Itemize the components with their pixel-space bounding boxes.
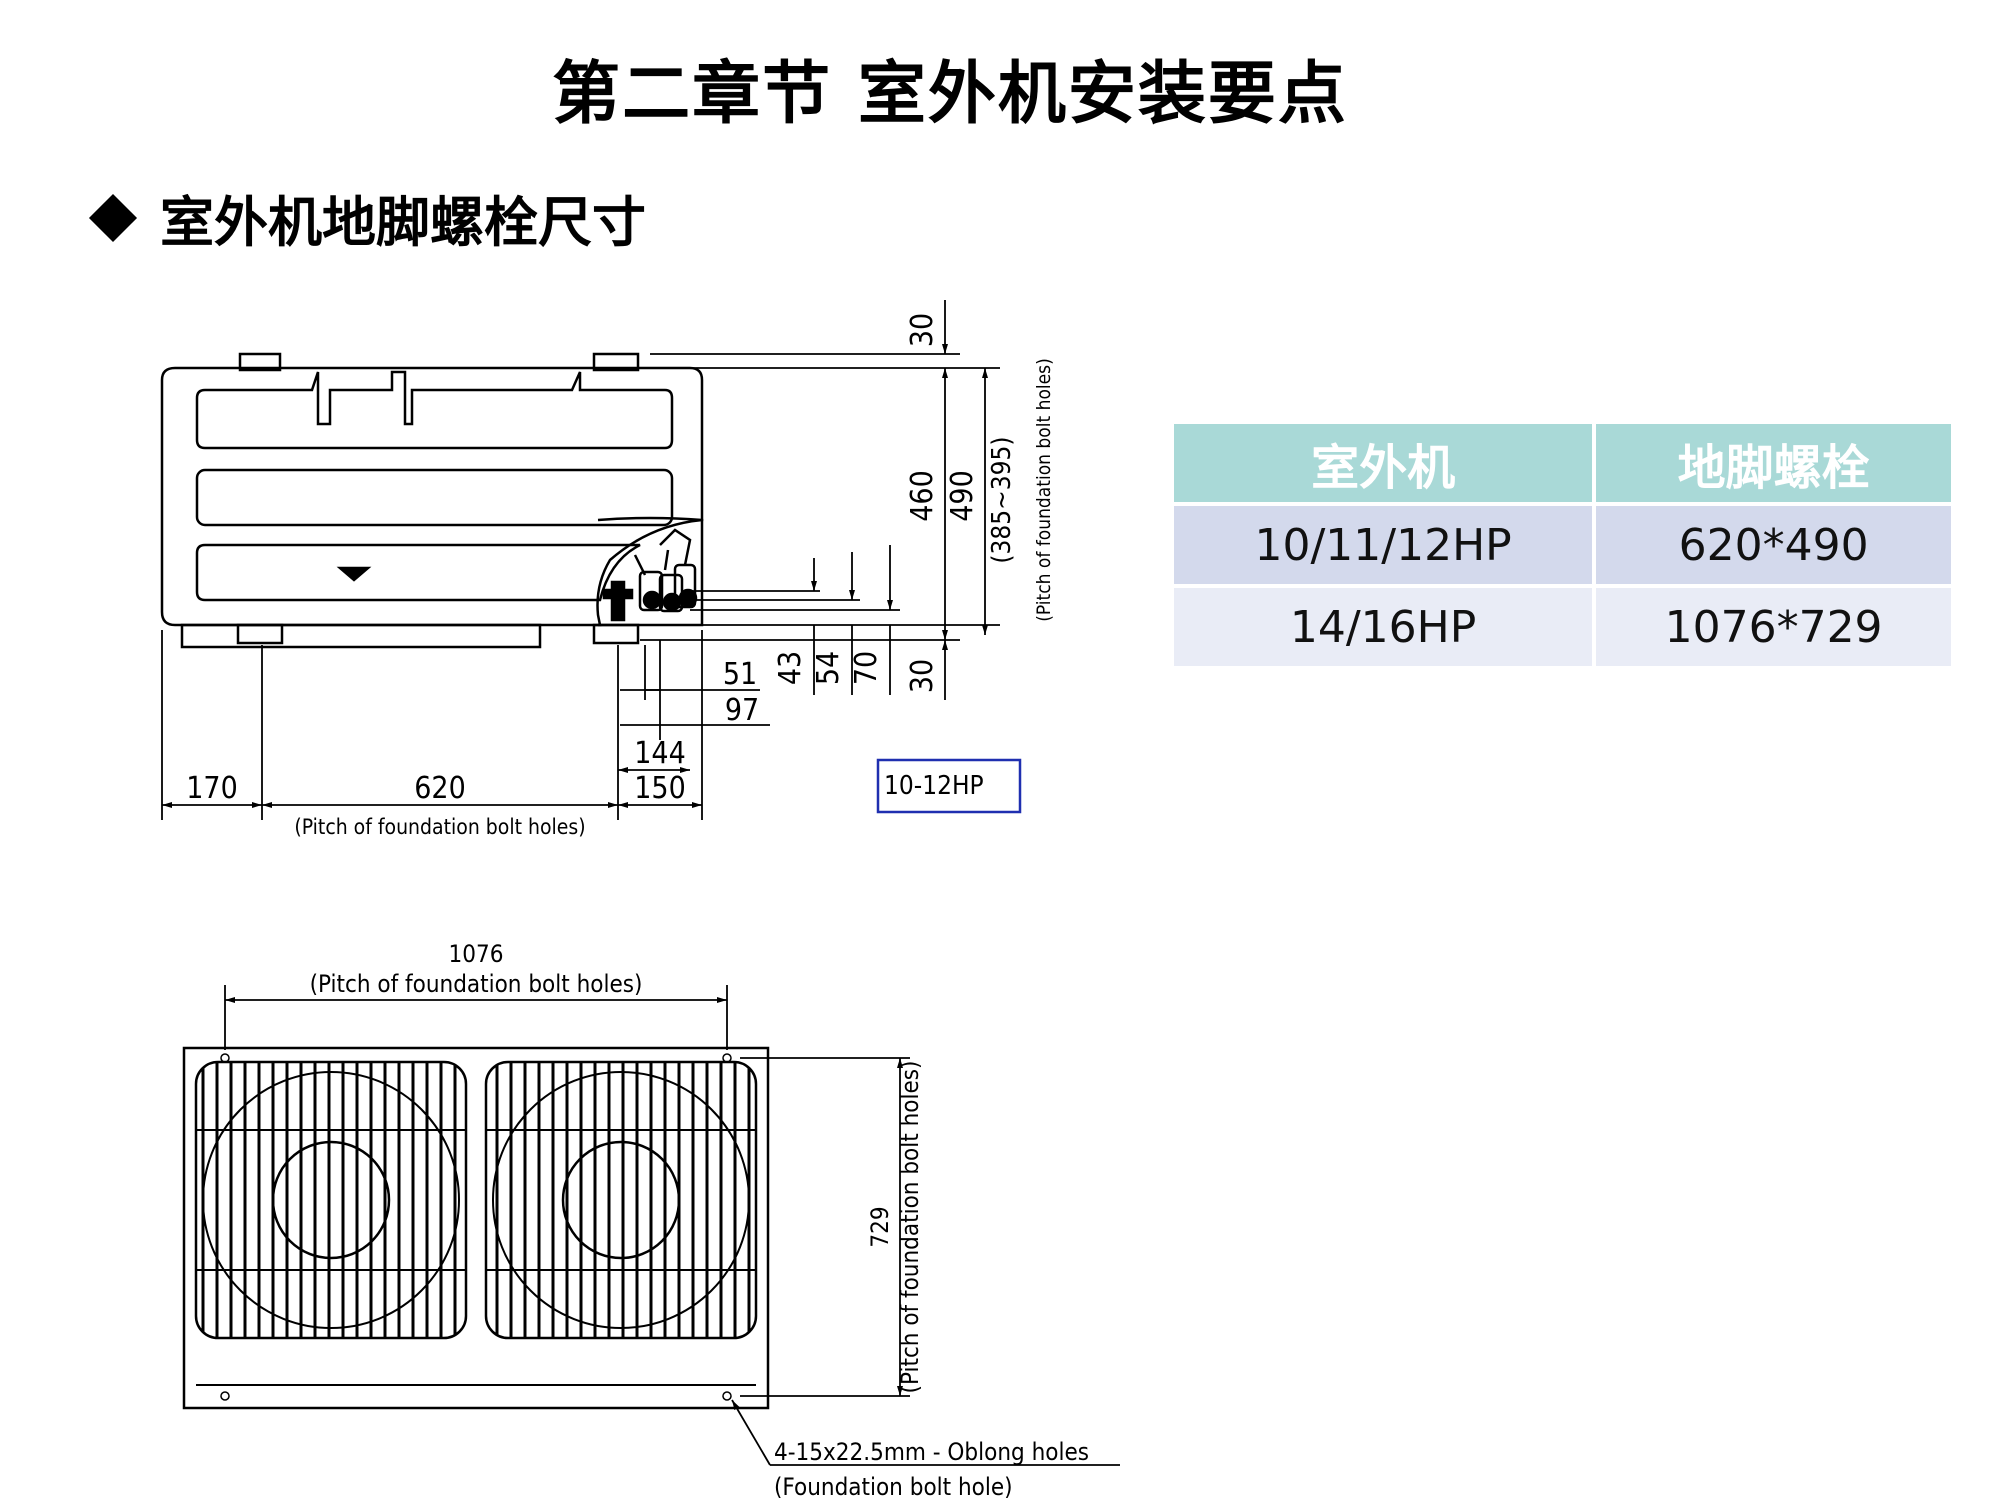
table-cell-bolt-size: 620*490 (1596, 506, 1951, 584)
bolt-size-table: 室外机 地脚螺栓 10/11/12HP 620*490 14/16HP 1076… (1170, 420, 1955, 670)
brand-logo-icon (336, 566, 372, 582)
page-title: 第二章节 室外机安装要点 (552, 54, 1348, 134)
small-unit-labels: 30 460 490 (385~395) (Pitch of foundatio… (186, 313, 1055, 839)
pitch-label-horizontal: (Pitch of foundation bolt holes) (294, 815, 585, 839)
dim-97-label: 97 (725, 693, 759, 728)
large-unit-outline (182, 1046, 770, 1410)
table-header-row: 室外机 地脚螺栓 (1174, 424, 1951, 502)
large-unit-drawing (182, 1046, 770, 1410)
table-row: 10/11/12HP 620*490 (1174, 506, 1951, 584)
dim-729-label: 729 (866, 1206, 894, 1247)
dim-54-label: 54 (811, 651, 846, 685)
model-label-box (876, 758, 1022, 814)
dim-43-label: 43 (773, 651, 808, 685)
small-unit-drawing (160, 352, 704, 649)
fan-guard-right (492, 1071, 750, 1329)
pitch-label-side: (Pitch of foundation bolt holes) (896, 1061, 924, 1394)
dim-620-label: 620 (414, 771, 466, 806)
dim-144-label: 144 (634, 736, 686, 771)
fan-grille-left (194, 1060, 468, 1340)
section-heading-text: 室外机地脚螺栓尺寸 (160, 191, 646, 254)
dim-490-label: 490 (945, 470, 980, 522)
header-outdoor-unit: 室外机 (1174, 424, 1593, 502)
large-unit-labels: 1076 (Pitch of foundation bolt holes) 72… (310, 940, 1089, 1500)
panel-slot (195, 370, 674, 450)
dim-150-label: 150 (634, 771, 686, 806)
model-label: 10-12HP (884, 771, 984, 801)
pitch-label-top: (Pitch of foundation bolt holes) (310, 970, 643, 998)
dim-70-label: 70 (849, 651, 884, 685)
hole-note-sub: (Foundation bolt hole) (774, 1473, 1013, 1500)
dim-51-label: 51 (723, 657, 757, 692)
fan-grille-right (484, 1060, 758, 1340)
panel-slot (195, 468, 674, 527)
large-unit-dimensions (224, 985, 1120, 1466)
hole-note: 4-15x22.5mm - Oblong holes (774, 1438, 1089, 1466)
unit-body-outline (160, 366, 704, 627)
table-cell-model: 10/11/12HP (1174, 506, 1593, 584)
valve-cluster (602, 528, 698, 622)
pitch-label-vertical: (Pitch of foundation bolt holes) (1033, 358, 1055, 622)
small-unit-dimensions (161, 300, 1000, 820)
table-cell-bolt-size: 1076*729 (1596, 588, 1951, 666)
unit-base (180, 623, 542, 649)
section-heading: 室外机地脚螺栓尺寸 (88, 178, 646, 257)
dim-170-label: 170 (186, 771, 238, 806)
table-cell-model: 14/16HP (1174, 588, 1593, 666)
dim-top-label: 30 (905, 313, 940, 347)
dim-bottom-label: 30 (905, 659, 940, 693)
header-foundation-bolt: 地脚螺栓 (1596, 424, 1951, 502)
dim-1076-label: 1076 (449, 940, 504, 968)
mount-tab (238, 352, 282, 372)
panel-slot (195, 543, 641, 602)
dim-range-label: (385~395) (987, 436, 1017, 563)
fan-guard-left (202, 1071, 460, 1329)
dim-460-label: 460 (905, 470, 940, 522)
mount-tab (592, 352, 640, 372)
table-row: 14/16HP 1076*729 (1174, 588, 1951, 666)
